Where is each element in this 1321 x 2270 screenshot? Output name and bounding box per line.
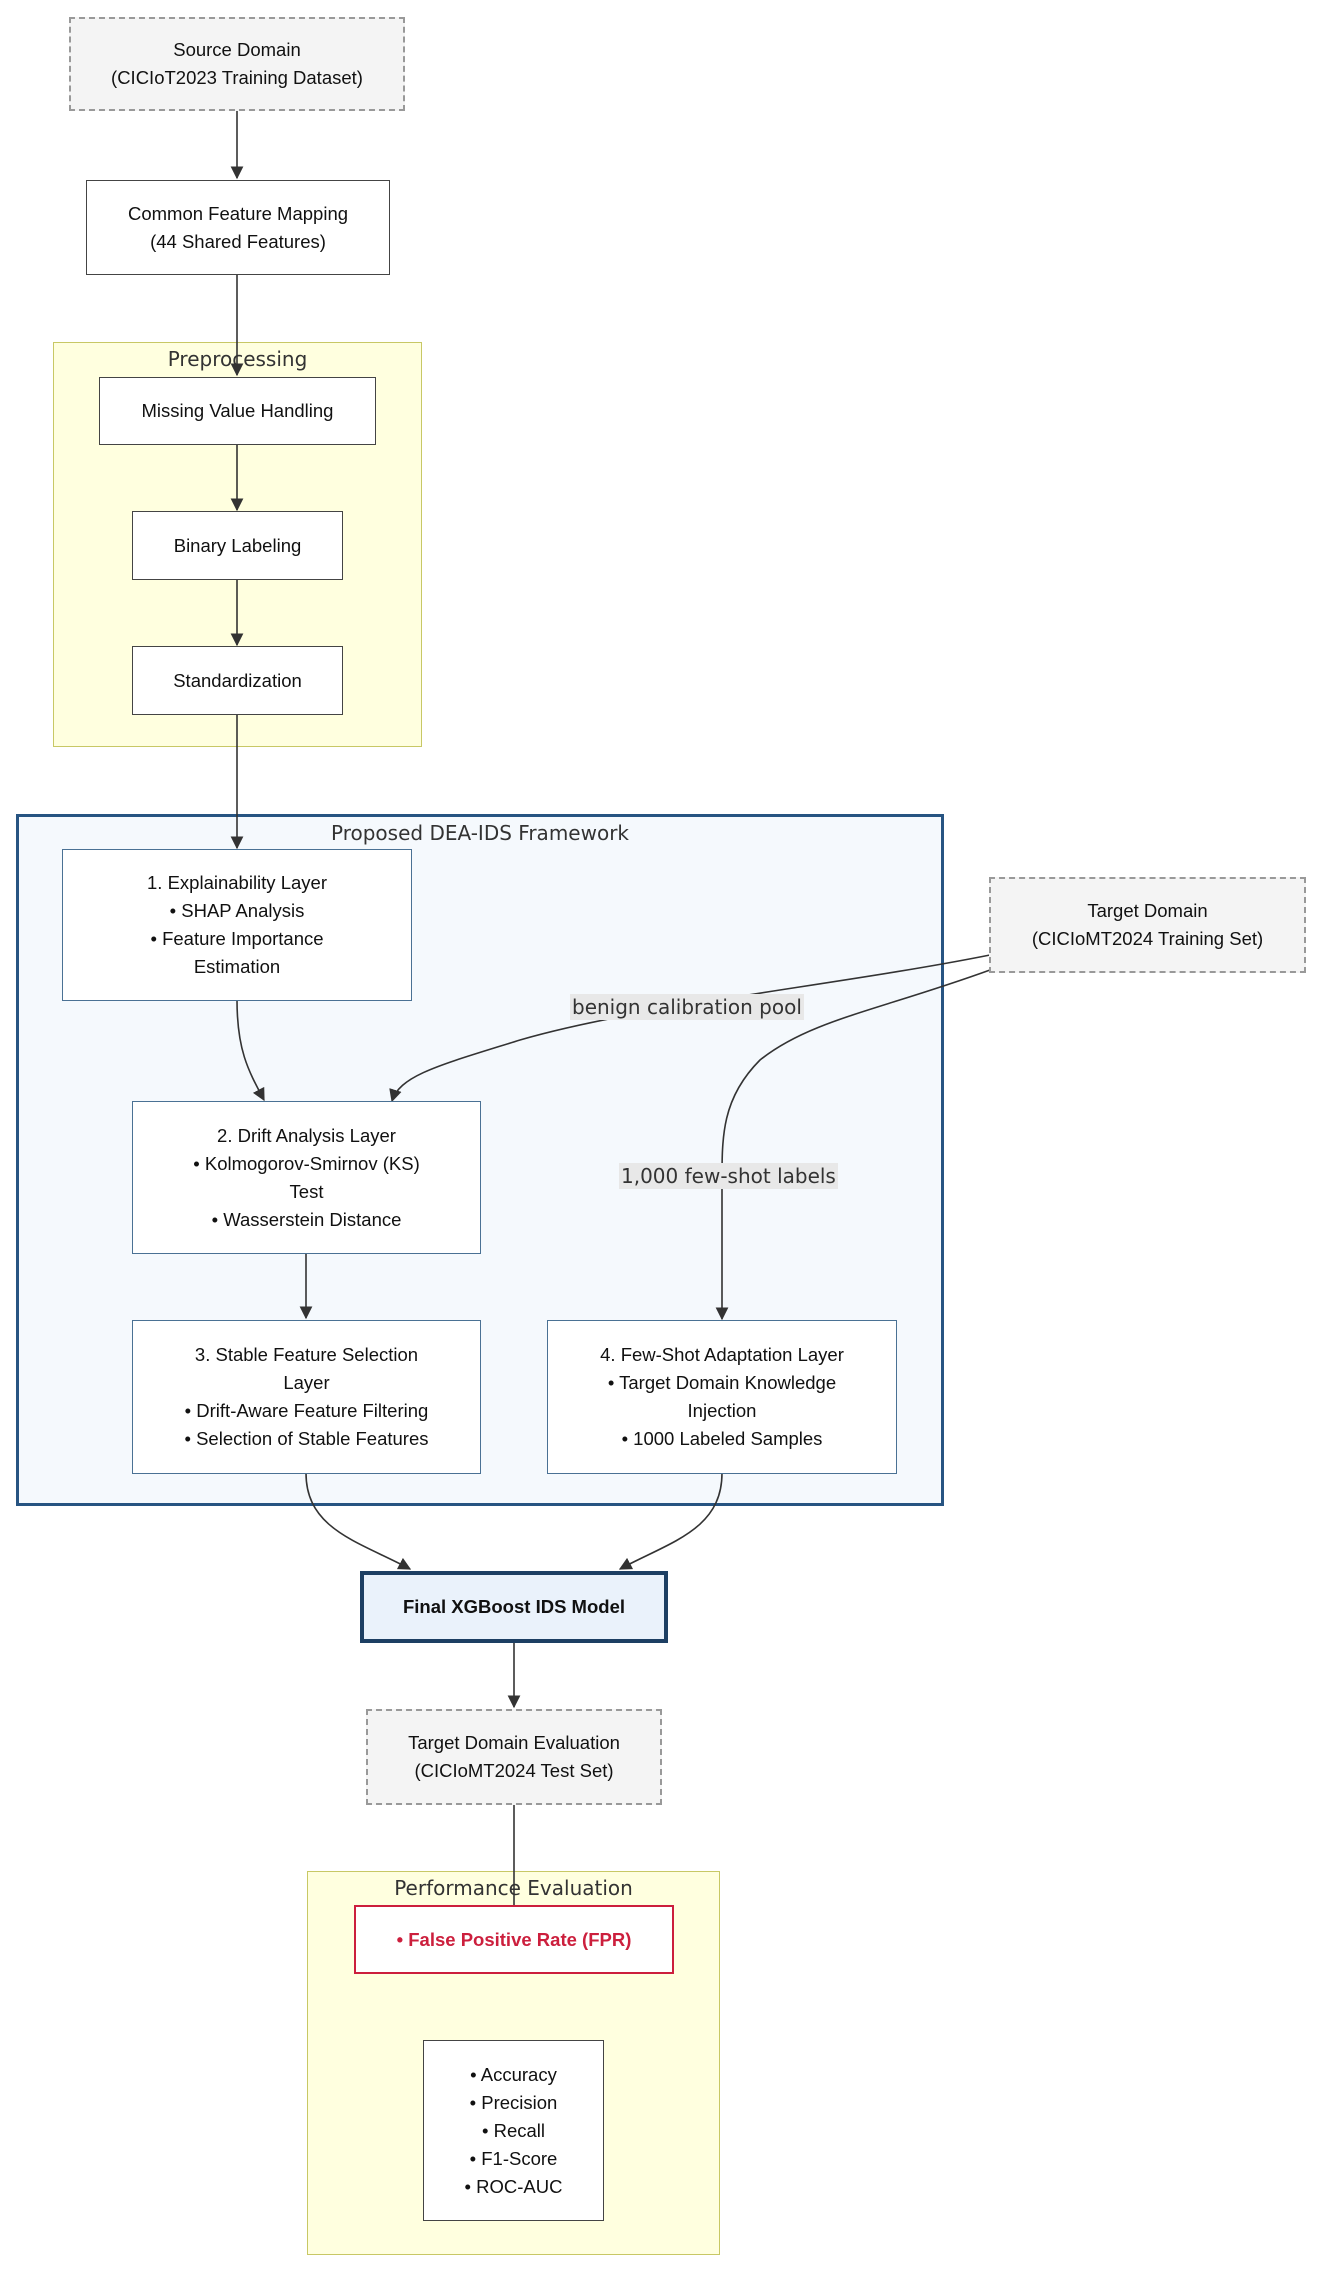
drift-item-1: • Kolmogorov-Smirnov (KS) — [193, 1152, 420, 1174]
final-model-label: Final XGBoost IDS Model — [402, 1596, 625, 1617]
drift-analysis-layer-node: 2. Drift Analysis Layer • Kolmogorov-Smi… — [132, 1101, 481, 1254]
metrics-list-node: • Accuracy • Precision • Recall • F1-Sco… — [423, 2040, 604, 2221]
drift-item-1-cont: Test — [289, 1180, 324, 1202]
source-domain-title: Source Domain — [173, 39, 301, 60]
edge-target-fewshot — [715, 969, 991, 1321]
mapping-title: Common Feature Mapping — [127, 202, 349, 224]
standardization-node: Standardization — [132, 646, 343, 715]
edge-label-calibration: benign calibration pool — [570, 994, 804, 1020]
metric-precision: • Precision — [469, 2091, 558, 2113]
common-feature-mapping-node: Common Feature Mapping (44 Shared Featur… — [86, 180, 390, 275]
explainability-title: 1. Explainability Layer — [147, 872, 327, 893]
explainability-item-1: • SHAP Analysis — [169, 900, 305, 921]
drift-item-2: • Wasserstein Distance — [211, 1208, 402, 1230]
source-domain-node: Source Domain (CICIoT2023 Training Datas… — [69, 17, 405, 111]
metric-recall: • Recall — [481, 2119, 546, 2141]
evaluation-title: Target Domain Evaluation — [408, 1732, 620, 1753]
fewshot-item-1-cont: Injection — [687, 1400, 757, 1421]
fewshot-item-2: • 1000 Labeled Samples — [621, 1428, 823, 1449]
final-xgboost-model-node: Final XGBoost IDS Model — [360, 1571, 668, 1643]
target-domain-evaluation-node: Target Domain Evaluation (CICIoMT2024 Te… — [366, 1709, 662, 1805]
stable-item-1: • Drift-Aware Feature Filtering — [184, 1400, 429, 1421]
stable-feature-selection-node: 3. Stable Feature Selection Layer • Drif… — [132, 1320, 481, 1474]
stable-item-2: • Selection of Stable Features — [184, 1428, 429, 1449]
binary-labeling-node: Binary Labeling — [132, 511, 343, 580]
source-domain-dataset: (CICIoT2023 Training Dataset) — [111, 67, 363, 88]
edge-label-fewshot: 1,000 few-shot labels — [619, 1163, 838, 1189]
fewshot-item-1: • Target Domain Knowledge — [607, 1372, 837, 1393]
metric-accuracy: • Accuracy — [470, 2063, 557, 2085]
fpr-metric-node: • False Positive Rate (FPR) — [354, 1905, 674, 1974]
standardization-label: Standardization — [173, 669, 302, 691]
target-domain-node: Target Domain (CICIoMT2024 Training Set) — [989, 877, 1306, 973]
framework-cluster-title: Proposed DEA-IDS Framework — [331, 821, 629, 845]
target-domain-title: Target Domain — [1087, 900, 1208, 921]
edge-stable-final — [305, 1472, 412, 1570]
explainability-item-2: • Feature Importance — [150, 928, 324, 949]
stable-title-cont: Layer — [283, 1372, 330, 1393]
evaluation-dataset: (CICIoMT2024 Test Set) — [414, 1760, 614, 1781]
binary-labeling-label: Binary Labeling — [173, 534, 302, 556]
missing-value-node: Missing Value Handling — [99, 377, 376, 445]
explainability-layer-node: 1. Explainability Layer • SHAP Analysis … — [62, 849, 412, 1001]
fewshot-title: 4. Few-Shot Adaptation Layer — [600, 1344, 844, 1365]
metric-roc-auc: • ROC-AUC — [464, 2175, 563, 2197]
edge-explain-drift — [236, 999, 265, 1102]
mapping-detail: (44 Shared Features) — [150, 230, 326, 252]
missing-value-label: Missing Value Handling — [141, 400, 334, 421]
few-shot-adaptation-node: 4. Few-Shot Adaptation Layer • Target Do… — [547, 1320, 897, 1474]
stable-title: 3. Stable Feature Selection — [194, 1344, 419, 1365]
drift-title: 2. Drift Analysis Layer — [217, 1124, 396, 1146]
explainability-item-2-cont: Estimation — [193, 956, 281, 977]
edge-target-drift — [389, 954, 991, 1103]
edge-fewshot-final — [618, 1472, 723, 1570]
fpr-label: • False Positive Rate (FPR) — [396, 1928, 632, 1950]
metric-f1-score: • F1-Score — [469, 2147, 558, 2169]
target-domain-dataset: (CICIoMT2024 Training Set) — [1031, 928, 1264, 949]
